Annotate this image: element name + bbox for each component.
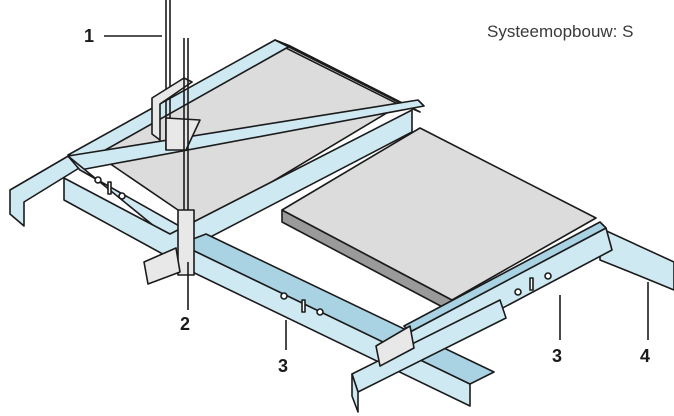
tee-hole (544, 272, 552, 280)
diagram-caption: Systeemopbouw: S (487, 22, 634, 41)
tee-slot (301, 299, 306, 313)
callout-4: 4 (640, 346, 650, 366)
callout-3-left: 3 (278, 356, 288, 376)
wire-hanger-icon (151, 0, 201, 276)
main-runner-face (63, 109, 413, 259)
tee-hole (280, 292, 288, 300)
tee-slot (529, 277, 534, 291)
runner-hole (118, 192, 126, 200)
tee-connector-2 (375, 325, 415, 367)
main-runner-front-end (351, 373, 359, 413)
callout-3-right: 3 (552, 346, 562, 366)
tee-hole (514, 288, 522, 296)
runner-hole (94, 176, 102, 184)
callout-1: 1 (84, 26, 94, 46)
callout-2: 2 (180, 314, 190, 334)
tee-hole (316, 308, 324, 316)
tee-connector (143, 247, 181, 285)
runner-slot (107, 181, 112, 195)
wall-angle-right (599, 227, 674, 291)
wall-angle-back-face (274, 39, 421, 113)
ceiling-tile-right (281, 127, 597, 301)
